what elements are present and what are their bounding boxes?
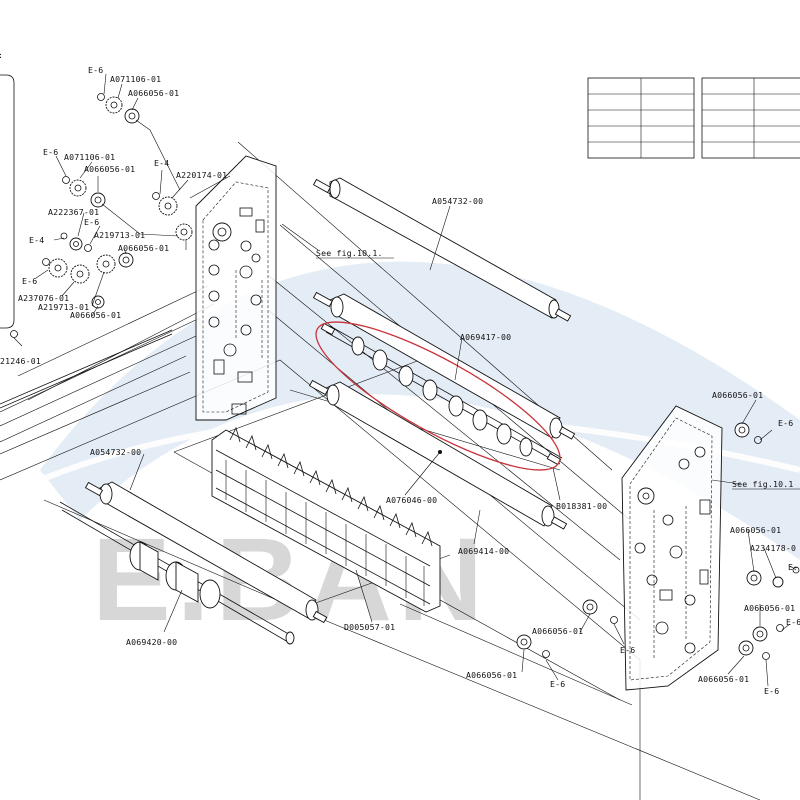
paper-guide-assembly: [211, 426, 442, 613]
left-frame: [0, 74, 15, 329]
reference-table: [587, 77, 800, 159]
callout-label: E-4: [29, 235, 44, 245]
gear-icon: [158, 196, 178, 216]
left-gear-cluster: [10, 93, 193, 338]
callout-label: A071106-01: [64, 152, 115, 162]
gear-icon: [582, 599, 598, 615]
roller-a054732-lower: [84, 481, 328, 624]
gear-icon: [69, 179, 87, 197]
gear-icon: [48, 258, 68, 278]
callout-label: A069414-00: [458, 546, 509, 556]
see-fig-reference: See fig.10.1: [732, 479, 794, 489]
callout-label: E-4: [154, 158, 169, 168]
gear-icon: [738, 640, 754, 656]
callout-label: A066056-01: [744, 603, 795, 613]
callout-label: A234178-0: [750, 543, 796, 553]
gear-icon: [90, 192, 106, 208]
svg-text::: :: [0, 50, 3, 60]
callout-label: A237076-01: [18, 293, 69, 303]
roller-a069414: [308, 379, 568, 530]
see-fig-reference: See fig.10.1.: [316, 248, 383, 258]
left-side-plate: [195, 155, 277, 421]
callout-label: A066056-01: [118, 243, 169, 253]
leader-lines: [13, 73, 797, 687]
callout-label: A054732-00: [90, 447, 141, 457]
gear-icon: [105, 96, 123, 114]
gear-icon: [175, 223, 193, 241]
callout-label: A219713-01: [38, 302, 89, 312]
callout-label: A066056-01: [532, 626, 583, 636]
callout-label: A076046-00: [386, 495, 437, 505]
gear-icon: [124, 108, 140, 124]
gear-icon: [118, 252, 134, 268]
gear-icon: [734, 422, 750, 438]
callout-label: A066056-01: [730, 525, 781, 535]
callout-label: E-6: [620, 645, 635, 655]
roller-a054732-top: [312, 177, 572, 322]
callout-label: E-6: [84, 217, 99, 227]
callout-label: E-6: [88, 65, 103, 75]
callout-labels: E-6 A071106-01 A066056-01 E-6 A071106-01…: [0, 65, 800, 696]
callout-label: A219713-01: [94, 230, 145, 240]
gear-icon: [70, 264, 90, 284]
callout-label: A066056-01: [712, 390, 763, 400]
callout-label: A222367-01: [48, 207, 99, 217]
callout-label: E-6: [550, 679, 565, 689]
callout-label: E-6: [22, 276, 37, 286]
callout-label: E-: [788, 562, 798, 572]
gear-icon: [96, 254, 116, 274]
callout-label: E-6: [778, 418, 793, 428]
gear-icon: [752, 626, 768, 642]
callout-label: A066056-01: [128, 88, 179, 98]
highlight-ellipse: [315, 321, 561, 471]
roller-a069417-highlighted: [315, 321, 563, 471]
callout-label: D005057-01: [344, 622, 395, 632]
right-gear-cluster: [516, 422, 800, 660]
callout-label: A066056-01: [84, 164, 135, 174]
right-side-plate: [621, 405, 723, 691]
callout-label: A069420-00: [126, 637, 177, 647]
callout-label: E-6: [43, 147, 58, 157]
callout-label: A066056-01: [466, 670, 517, 680]
gear-icon: [746, 570, 762, 586]
callout-label: A071106-01: [110, 74, 161, 84]
gear-icon: [772, 576, 784, 588]
callout-label: A069417-00: [460, 332, 511, 342]
roller-a069420: [59, 501, 295, 645]
gear-icon: [69, 237, 83, 251]
callout-label: A066056-01: [698, 674, 749, 684]
gear-icon: [516, 634, 532, 650]
callout-label: A066056-01: [70, 310, 121, 320]
roller-upper-middle: [312, 291, 576, 440]
gear-icon: [91, 295, 105, 309]
callout-label: 21246-01: [0, 356, 41, 366]
callout-label: E-6: [786, 617, 800, 627]
callout-label: A220174-01: [176, 170, 227, 180]
callout-label: B018381-00: [556, 501, 607, 511]
callout-label: A054732-00: [432, 196, 483, 206]
callout-label: E-6: [764, 686, 779, 696]
